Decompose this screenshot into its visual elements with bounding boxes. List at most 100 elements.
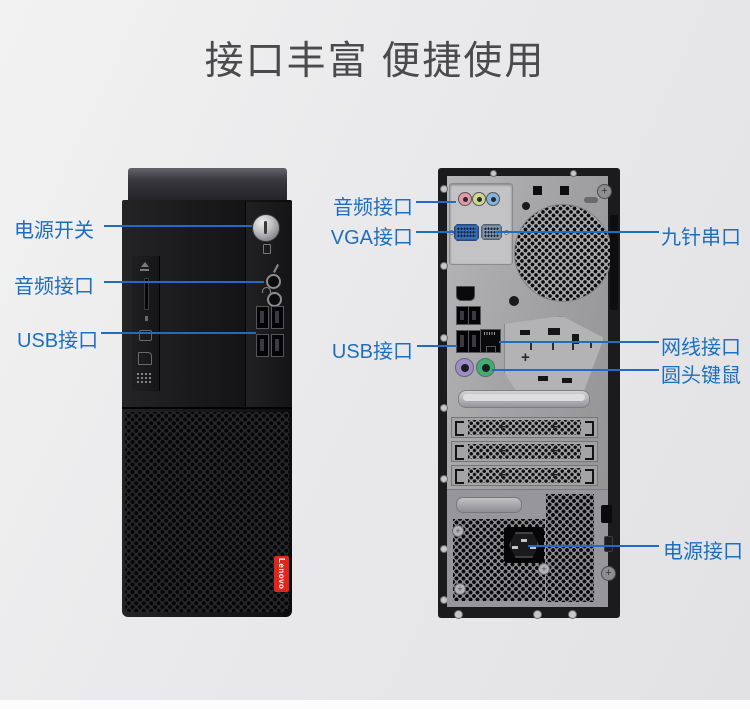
slot-plus-icon: + [550, 467, 558, 482]
headphone-icon [262, 287, 271, 293]
screw-icon [440, 334, 448, 342]
bottom-white-strip [0, 700, 750, 709]
plate-tick [552, 343, 554, 350]
plate-mark [572, 334, 579, 344]
callout-line [101, 332, 256, 334]
lenovo-logo-badge: Lenovo [274, 556, 289, 592]
jack-hole [490, 196, 496, 202]
ethernet-pins [484, 332, 495, 335]
screw-icon [490, 170, 497, 177]
front-usb-port [271, 306, 284, 329]
usb-tab [260, 339, 264, 351]
plate-plus: + [521, 349, 530, 366]
bracket-icon [455, 421, 464, 436]
usb-tab [275, 339, 279, 351]
label-front-audio: 音频接口 [14, 276, 94, 298]
vent-pill [584, 197, 598, 203]
vent-hole [560, 186, 569, 195]
callout-line [499, 341, 659, 343]
bracket-icon [585, 421, 594, 436]
psu-vent-mesh [546, 494, 594, 602]
front-tower: Lenovo [122, 168, 292, 617]
plate-mark [562, 378, 572, 383]
page-title: 接口丰富 便捷使用 [204, 40, 546, 83]
slot-plus-icon: + [550, 419, 558, 434]
callout-line [416, 201, 456, 203]
hdmi-port [456, 286, 475, 301]
vga-port [454, 224, 479, 241]
vga-screw-icon [449, 230, 454, 235]
audio-line-in-jack [458, 192, 472, 206]
ps2-core [460, 363, 469, 372]
ps2-core [481, 363, 490, 372]
bracket-icon [585, 445, 594, 460]
slot-cover-highlight [463, 394, 585, 401]
philips-screw-icon: + [538, 563, 550, 575]
vga-pins [457, 227, 476, 238]
fan-grille [514, 204, 612, 302]
screw-icon [440, 475, 448, 483]
screw-icon [440, 404, 448, 412]
front-headphone-jack [267, 292, 282, 307]
latch-hook [601, 505, 612, 523]
label-front-usb: USB接口 [17, 330, 99, 352]
expansion-slot-cover: + + [451, 417, 598, 438]
eject-icon-line [140, 269, 149, 271]
label-rear-usb: USB接口 [331, 341, 413, 363]
usb-tab [472, 335, 476, 347]
drive-led-icon [145, 316, 148, 321]
rear-tower: + + + + + + [438, 168, 620, 619]
slot-plus-icon: + [550, 443, 558, 458]
ethernet-port [480, 329, 501, 353]
usb-tab [472, 311, 476, 320]
jack-hole [476, 196, 482, 202]
expansion-slot-cover: + + [451, 465, 598, 486]
serial-screw-icon [504, 230, 509, 235]
front-mic-jack [266, 274, 281, 289]
plate-tick [530, 343, 532, 350]
speaker-grid-icon [136, 372, 152, 385]
plate-mark [548, 328, 560, 335]
front-usb-port [256, 334, 269, 357]
callout-line [417, 345, 457, 347]
label-rear-lan: 网线接口 [661, 337, 741, 359]
screw-icon [568, 610, 577, 619]
callout-line [496, 231, 659, 233]
screw-icon [440, 185, 448, 193]
eject-icon [141, 262, 149, 267]
screw-icon [533, 610, 542, 619]
power-button [252, 214, 280, 242]
front-panel-divider [245, 202, 246, 408]
psu-section: + + + [447, 489, 608, 607]
power-pin [512, 546, 518, 549]
audio-line-out-jack [472, 192, 486, 206]
rear-usb-port [468, 306, 481, 325]
thumb-screw-icon: + [601, 566, 616, 581]
hdd-led-icon [263, 244, 271, 254]
thumb-screw-icon: + [597, 184, 612, 199]
label-rear-vga: VGA接口 [330, 227, 413, 249]
knob-icon [522, 202, 530, 210]
label-rear-ps2: 圆头键鼠 [661, 365, 741, 387]
plate-tick [572, 343, 574, 350]
card-reader-icon [139, 330, 152, 341]
usb-tab [460, 335, 464, 347]
side-latch-handle [610, 215, 618, 310]
front-usb-port [271, 334, 284, 357]
ps2-mouse-port [476, 358, 495, 377]
ethernet-clip [486, 346, 496, 353]
serial-port [481, 224, 502, 240]
optical-drive-slot [144, 278, 149, 310]
audio-mic-jack [486, 192, 500, 206]
bracket-icon [585, 469, 594, 484]
sd-card-icon [138, 352, 152, 365]
power-pin [521, 539, 527, 542]
slot-holes [468, 420, 581, 435]
front-tower-top-cap [128, 168, 287, 201]
plate-mark [520, 330, 530, 335]
screw-icon [570, 170, 577, 177]
callout-line [104, 225, 252, 227]
knob-icon [509, 296, 519, 306]
label-front-power-switch: 电源开关 [14, 220, 94, 242]
